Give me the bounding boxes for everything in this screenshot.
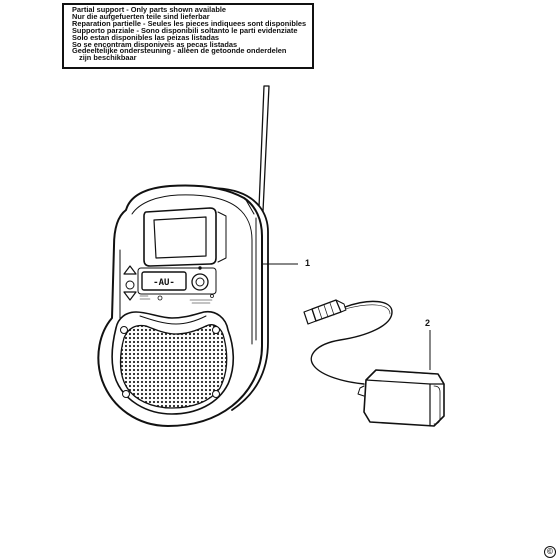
speaker-grille bbox=[119, 324, 228, 409]
dc-plug bbox=[303, 299, 347, 325]
up-button bbox=[123, 265, 137, 275]
tuning-knob bbox=[191, 273, 209, 291]
part-number-1: 1 bbox=[305, 258, 311, 268]
notice-line-pt: So se encontram disponiveis as pecas lis… bbox=[72, 39, 238, 49]
notice-line-nl-cont: zijn beschikbaar bbox=[79, 53, 137, 63]
notice-line-en: Partial support - Only parts shown avail… bbox=[72, 5, 227, 14]
notice-line-de: Nur die aufgefuerten teile sind lieferba… bbox=[72, 11, 210, 21]
part-number-2: 2 bbox=[425, 318, 431, 328]
notice-line-fr: Reparation partielle - Seules les pieces… bbox=[72, 18, 307, 28]
control-panel bbox=[137, 267, 217, 295]
parts-availability-notice: Partial support - Only parts shown avail… bbox=[62, 3, 314, 69]
copyright-icon: © bbox=[544, 546, 556, 558]
mode-button bbox=[125, 280, 135, 290]
power-adapter bbox=[303, 299, 445, 427]
lcd-readout: -AU- bbox=[153, 278, 175, 288]
notice-line-nl: Gedeeltelijke ondersteuning - alleen de … bbox=[72, 46, 287, 56]
notice-line-it: Supporto parziale - Sono disponibili sol… bbox=[72, 25, 298, 35]
notice-line-es: Solo estan disponibles las peizas listad… bbox=[72, 32, 220, 42]
down-button bbox=[123, 291, 137, 301]
radio-illustration: -AU- bbox=[97, 85, 270, 427]
lcd-display: -AU- bbox=[141, 271, 187, 291]
